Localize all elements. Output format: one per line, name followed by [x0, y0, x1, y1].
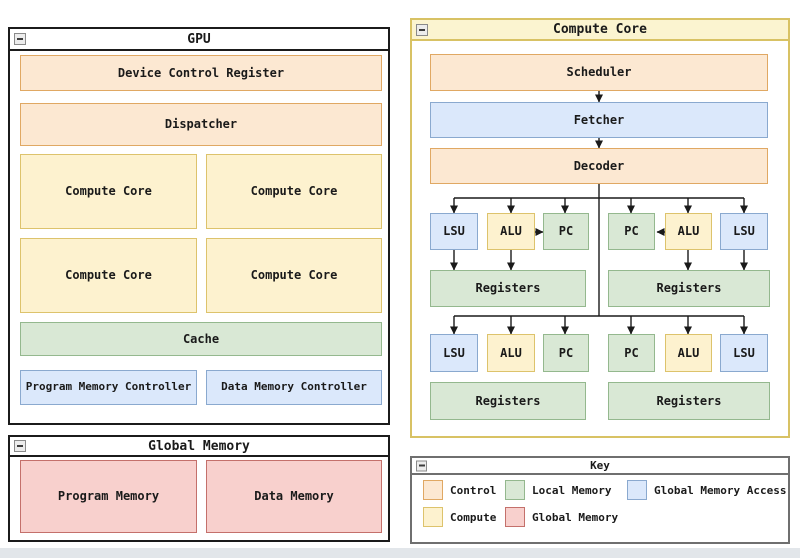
decoder-block: Decoder	[430, 148, 768, 184]
minimize-icon	[17, 38, 23, 40]
alu-block: ALU	[487, 213, 535, 250]
minimize-icon	[418, 464, 425, 467]
compute-core-block: Compute Core	[20, 238, 197, 313]
scheduler-block: Scheduler	[430, 54, 768, 91]
legend-entry-global-memory: Global Memory	[505, 507, 618, 527]
minimize-icon	[419, 28, 425, 31]
compute-core-block: Compute Core	[206, 238, 382, 313]
program-memory-block: Program Memory	[20, 460, 197, 533]
legend-label: Global Memory Access	[654, 483, 787, 497]
program-memory-controller-block: Program Memory Controller	[20, 370, 197, 405]
collapse-button[interactable]	[416, 23, 428, 36]
page-bottom-strip	[0, 548, 800, 558]
legend-label: Local Memory	[532, 483, 612, 497]
lsu-block: LSU	[430, 213, 478, 250]
minimize-icon	[17, 445, 23, 447]
collapse-button[interactable]	[14, 33, 26, 45]
compute-core-block: Compute Core	[206, 154, 382, 229]
alu-block: ALU	[665, 213, 712, 250]
collapse-button[interactable]	[416, 460, 427, 471]
alu-block: ALU	[487, 334, 535, 372]
global-memory-window-titlebar: Global Memory	[10, 437, 388, 457]
pc-block: PC	[608, 334, 655, 372]
compute-core-window: Compute Core	[410, 18, 790, 438]
gpu-window: GPU Device Control Register Dispatcher C…	[8, 27, 390, 425]
cache-block: Cache	[20, 322, 382, 356]
key-window-title: Key	[590, 459, 610, 472]
control-swatch	[423, 480, 443, 500]
gpu-window-title: GPU	[187, 31, 211, 47]
legend-entry-compute: Compute	[423, 507, 496, 527]
global-memory-access-swatch	[627, 480, 647, 500]
global-memory-window: Global Memory Program Memory Data Memory	[8, 435, 390, 542]
legend-label: Control	[450, 483, 497, 497]
key-window: Key Control Local Memory Global Memory A…	[410, 456, 790, 544]
registers-block: Registers	[608, 382, 770, 420]
compute-core-window-title: Compute Core	[553, 22, 647, 37]
data-memory-controller-block: Data Memory Controller	[206, 370, 382, 405]
collapse-button[interactable]	[14, 440, 26, 452]
global-memory-window-title: Global Memory	[148, 438, 250, 454]
pc-block: PC	[543, 213, 589, 250]
alu-block: ALU	[665, 334, 712, 372]
pc-block: PC	[608, 213, 655, 250]
compute-core-block: Compute Core	[20, 154, 197, 229]
pc-block: PC	[543, 334, 589, 372]
legend-entry-global-memory-access: Global Memory Access	[627, 480, 786, 500]
fetcher-block: Fetcher	[430, 102, 768, 138]
lsu-block: LSU	[430, 334, 478, 372]
key-window-titlebar: Key	[412, 458, 788, 475]
registers-block: Registers	[430, 382, 586, 420]
registers-block: Registers	[430, 270, 586, 307]
compute-swatch	[423, 507, 443, 527]
legend-entry-local-memory: Local Memory	[505, 480, 611, 500]
local-memory-swatch	[505, 480, 525, 500]
gpu-window-titlebar: GPU	[10, 29, 388, 51]
global-memory-swatch	[505, 507, 525, 527]
lsu-block: LSU	[720, 213, 768, 250]
legend-entry-control: Control	[423, 480, 496, 500]
device-control-register-block: Device Control Register	[20, 55, 382, 91]
legend-label: Compute	[450, 510, 497, 524]
lsu-block: LSU	[720, 334, 768, 372]
legend-label: Global Memory	[532, 510, 619, 524]
registers-block: Registers	[608, 270, 770, 307]
compute-core-window-titlebar: Compute Core	[412, 20, 788, 41]
data-memory-block: Data Memory	[206, 460, 382, 533]
dispatcher-block: Dispatcher	[20, 103, 382, 146]
